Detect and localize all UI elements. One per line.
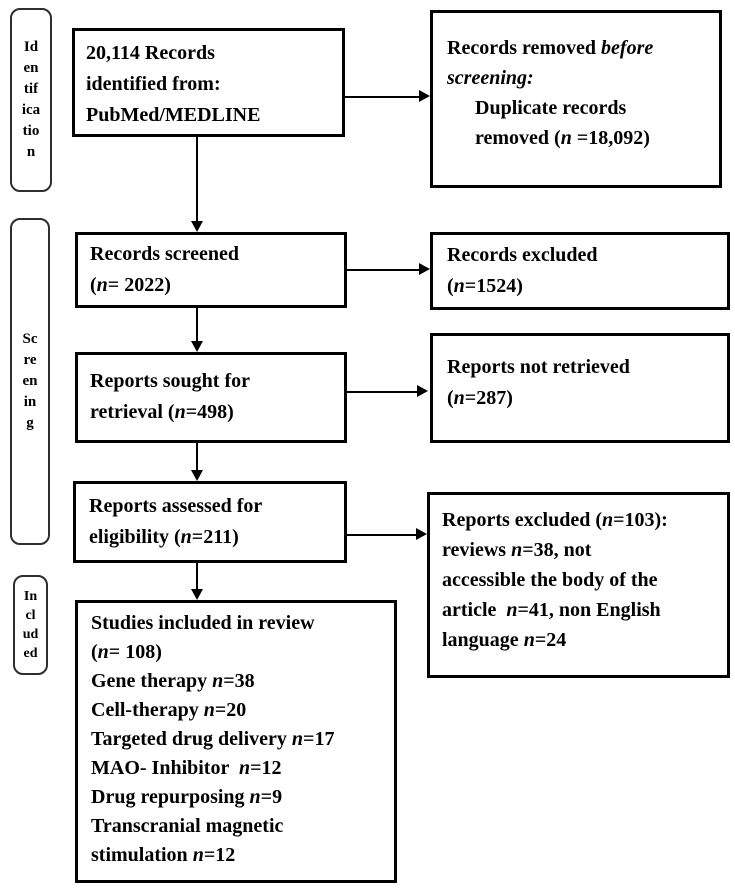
- stage-label-line: tif: [23, 81, 39, 97]
- box-records-removed: Records removed before screening: Duplic…: [430, 10, 722, 188]
- box-text-line: (n=1524): [447, 275, 523, 297]
- box-text-line: (n= 2022): [90, 274, 171, 296]
- box-text-line: language n=24: [442, 629, 567, 651]
- box-text-line: article n=41, non English: [442, 599, 661, 621]
- box-text-line: Cell-therapy n=20: [91, 699, 247, 721]
- stage-label-line: en: [23, 60, 39, 76]
- stage-label-identification: Id en tif ica tio n: [10, 8, 52, 192]
- stage-label-screening: Sc re en in g: [10, 218, 50, 545]
- box-text-line: reviews n=38, not: [442, 539, 592, 561]
- box-text-line: eligibility (n=211): [89, 526, 239, 548]
- stage-label-line: re: [23, 352, 37, 368]
- connector-line-identified-to-screened: [196, 137, 198, 224]
- arrowhead-right-icon: [419, 263, 430, 275]
- box-reports-excluded: Reports excluded (n=103): reviews n=38, …: [427, 492, 730, 678]
- box-text-line: Studies included in review: [91, 612, 315, 634]
- box-text-line: removed (n =18,092): [475, 127, 650, 149]
- arrowhead-right-icon: [416, 528, 427, 540]
- box-text-line: screening:: [447, 67, 534, 89]
- box-text-line: Records excluded: [447, 244, 598, 266]
- box-text-line: Reports assessed for: [89, 495, 263, 517]
- box-records-excluded: Records excluded (n=1524): [430, 232, 730, 310]
- box-text-line: Reports sought for: [90, 370, 250, 392]
- stage-label-line: Id: [23, 39, 39, 55]
- box-text-line: Duplicate records: [475, 97, 627, 119]
- box-text-line: Records removed before: [447, 37, 654, 59]
- box-records-identified: 20,114 Records identified from: PubMed/M…: [72, 28, 345, 137]
- box-text-line: Targeted drug delivery n=17: [91, 728, 335, 750]
- box-reports-not-retrieved: Reports not retrieved (n=287): [430, 333, 730, 443]
- stage-label-line: g: [26, 415, 34, 431]
- stage-label-line: Sc: [22, 331, 38, 347]
- box-text-line: Drug repurposing n=9: [91, 786, 283, 808]
- connector-line-assessed-to-reports-excluded: [347, 534, 417, 536]
- box-studies-included: Studies included in review (n= 108) Gene…: [75, 600, 397, 883]
- stage-label-line: en: [22, 373, 38, 389]
- arrowhead-down-icon: [191, 221, 203, 232]
- stage-label-line: n: [26, 144, 36, 160]
- connector-line-screened-to-sought: [196, 308, 198, 344]
- box-text-line: PubMed/MEDLINE: [86, 104, 261, 126]
- box-reports-assessed: Reports assessed for eligibility (n=211): [73, 481, 347, 563]
- stage-label-line: ica: [21, 102, 41, 118]
- box-text-line: (n=287): [447, 387, 513, 409]
- connector-line-screened-to-excluded: [347, 269, 420, 271]
- box-text-line: identified from:: [86, 73, 221, 95]
- box-text-line: accessible the body of the: [442, 569, 658, 591]
- box-text-line: stimulation n=12: [91, 844, 236, 866]
- stage-label-line: cl: [25, 608, 36, 623]
- stage-label-included: In cl ud ed: [13, 575, 48, 675]
- stage-label-line: tio: [22, 123, 40, 139]
- box-text-line: Records screened: [90, 243, 240, 265]
- box-records-screened: Records screened (n= 2022): [75, 232, 347, 308]
- stage-label-line: ed: [23, 646, 38, 661]
- connector-line-identified-to-removed: [345, 96, 420, 98]
- stage-label-line: In: [23, 589, 38, 604]
- connector-line-sought-to-assessed: [196, 443, 198, 473]
- connector-line-assessed-to-included: [196, 563, 198, 592]
- stage-label-line: in: [23, 394, 37, 410]
- box-reports-sought: Reports sought for retrieval (n=498): [75, 352, 347, 443]
- box-text-line: MAO- Inhibitor n=12: [91, 757, 282, 779]
- arrowhead-down-icon: [191, 341, 203, 352]
- arrowhead-right-icon: [419, 90, 430, 102]
- connector-line-sought-to-not-retrieved: [347, 391, 418, 393]
- box-text-line: retrieval (n=498): [90, 401, 234, 423]
- box-text-line: Reports not retrieved: [447, 356, 630, 378]
- box-text-line: Reports excluded (n=103):: [442, 509, 668, 531]
- stage-label-line: ud: [22, 627, 39, 642]
- box-text-line: 20,114 Records: [86, 42, 215, 64]
- box-text-line: Transcranial magnetic: [91, 815, 284, 837]
- arrowhead-down-icon: [191, 589, 203, 600]
- box-text-line: Gene therapy n=38: [91, 670, 255, 692]
- box-text-line: (n= 108): [91, 641, 162, 663]
- arrowhead-down-icon: [191, 470, 203, 481]
- arrowhead-right-icon: [417, 385, 428, 397]
